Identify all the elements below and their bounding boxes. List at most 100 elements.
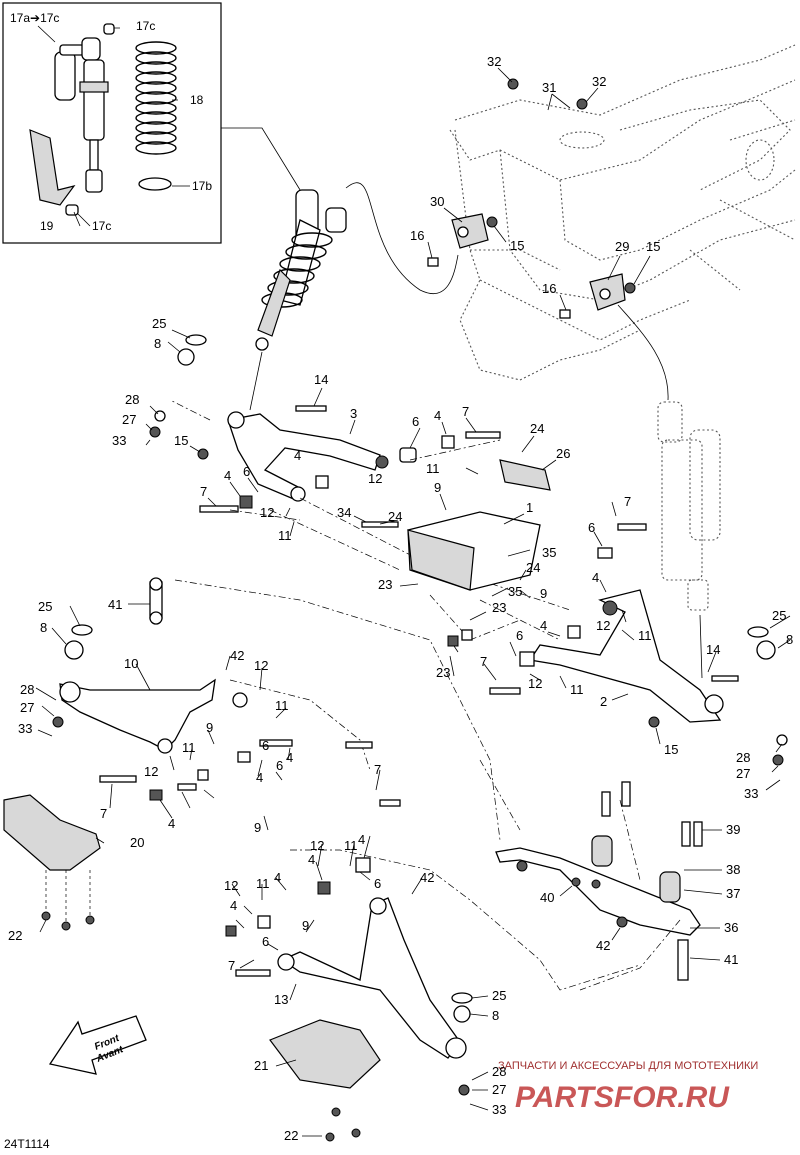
callout-label: 41 [724, 952, 738, 967]
callout-label: 17c [136, 19, 155, 33]
callout-label: 12 [260, 505, 274, 520]
callout-label: 12 [254, 658, 268, 673]
leader-lines [35, 67, 791, 1137]
callout-label: 10 [124, 656, 138, 671]
callout-label: 39 [726, 822, 740, 837]
callout-label: 12 [310, 838, 324, 853]
callout-label: 17b [192, 179, 212, 193]
callout-label: 4 [256, 770, 263, 785]
ball-joint-8 [64, 640, 84, 660]
callout-label: 35 [508, 584, 522, 599]
callout-label: 4 [274, 870, 281, 885]
callout-label: 4 [434, 408, 441, 423]
callout-label: 40 [540, 890, 554, 905]
callout-label: 14 [706, 642, 720, 657]
callout-label: 11 [278, 528, 292, 543]
callout-label: 26 [556, 446, 570, 461]
callout-label: 11 [275, 698, 289, 713]
sway-bar-36 [495, 835, 701, 981]
callout-label: 27 [736, 766, 750, 781]
callout-label: 42 [420, 870, 434, 885]
callout-label: 11 [256, 876, 270, 891]
callout-label: 11 [182, 740, 196, 755]
callout-label: 15 [664, 742, 678, 757]
callout-label: 7 [228, 958, 235, 973]
shock-top-eye [81, 37, 101, 61]
callout-label: 24 [530, 421, 544, 436]
callout-label: 25 [38, 599, 52, 614]
callout-label: 12 [224, 878, 238, 893]
callout-label: 6 [262, 738, 269, 753]
a-arm-13 [277, 897, 467, 1059]
circlip-25 [747, 626, 769, 638]
callout-label: 9 [254, 820, 261, 835]
skid-plate-21 [269, 1019, 381, 1089]
callout-label: 7 [100, 806, 107, 821]
callout-label: 6 [243, 464, 250, 479]
callout-label: 13 [274, 992, 288, 1007]
bolt-34 [361, 521, 399, 528]
callout-label: 33 [18, 721, 32, 736]
callout-label: 9 [540, 586, 547, 601]
bolt-16 [559, 309, 571, 319]
shock-body [83, 59, 105, 141]
frame-bracket-1 [361, 459, 551, 591]
callout-label: 22 [8, 928, 22, 943]
callout-label: 19 [40, 219, 54, 233]
callout-label: 9 [302, 918, 309, 933]
shock-absorber-left [255, 189, 347, 351]
callout-label: 4 [168, 816, 175, 831]
bolt-16 [427, 257, 439, 267]
callout-label: 42 [596, 938, 610, 953]
callout-label: 20 [130, 835, 144, 850]
sway-link-41 [677, 939, 689, 981]
callout-label: 7 [462, 404, 469, 419]
a-arm-10 [59, 678, 248, 754]
callout-label: 42 [230, 648, 244, 663]
callout-label: 14 [314, 372, 328, 387]
callout-label: 31 [542, 80, 556, 95]
callout-label: 35 [542, 545, 556, 560]
callout-label: 11 [570, 682, 584, 697]
callout-label: 15 [174, 433, 188, 448]
callout-label: 8 [40, 620, 47, 635]
callout-label: 24 [526, 560, 540, 575]
upper-a-arm-3 [227, 411, 389, 502]
callout-label: 28 [20, 682, 34, 697]
callout-label: 12 [528, 676, 542, 691]
callout-label: 12 [144, 764, 158, 779]
callout-label: 37 [726, 886, 740, 901]
callout-label: 30 [430, 194, 444, 209]
callout-label: 9 [434, 480, 441, 495]
callout-label: 23 [436, 665, 450, 680]
callout-label: 6 [588, 520, 595, 535]
callout-label: 27 [20, 700, 34, 715]
shock-inset: 17a➔17c 17c 18 17b 19 17c [2, 2, 222, 244]
callout-label: 12 [368, 471, 382, 486]
front-direction-arrow: Front Avant [48, 1015, 147, 1075]
cover-26 [499, 459, 551, 491]
callout-label: 2 [600, 694, 607, 709]
callout-label: 29 [615, 239, 629, 254]
callout-label: 25 [492, 988, 506, 1003]
shock-absorber-right [657, 401, 721, 611]
callout-label: 4 [358, 832, 365, 847]
callout-label: 4 [294, 448, 301, 463]
callout-label: 21 [254, 1058, 268, 1073]
callout-label: 18 [190, 93, 204, 107]
callout-label: 6 [516, 628, 523, 643]
callout-label: 6 [276, 758, 283, 773]
callout-label: 28 [736, 750, 750, 765]
circlip-25 [185, 334, 207, 346]
spring-retainer [138, 177, 172, 191]
watermark-text: ЗАПЧАСТИ И АКСЕССУАРЫ ДЛЯ МОТОТЕХНИКИ [498, 1060, 758, 1072]
callouts: 32 31 32 30 16 15 29 15 16 25 8 28 27 33… [8, 54, 793, 1143]
callout-label: 32 [592, 74, 606, 89]
callout-label: 4 [308, 852, 315, 867]
callout-label: 11 [344, 838, 358, 853]
callout-label: 36 [724, 920, 738, 935]
callout-label: 33 [112, 433, 126, 448]
callout-label: 9 [206, 720, 213, 735]
callout-label: 11 [638, 628, 652, 643]
